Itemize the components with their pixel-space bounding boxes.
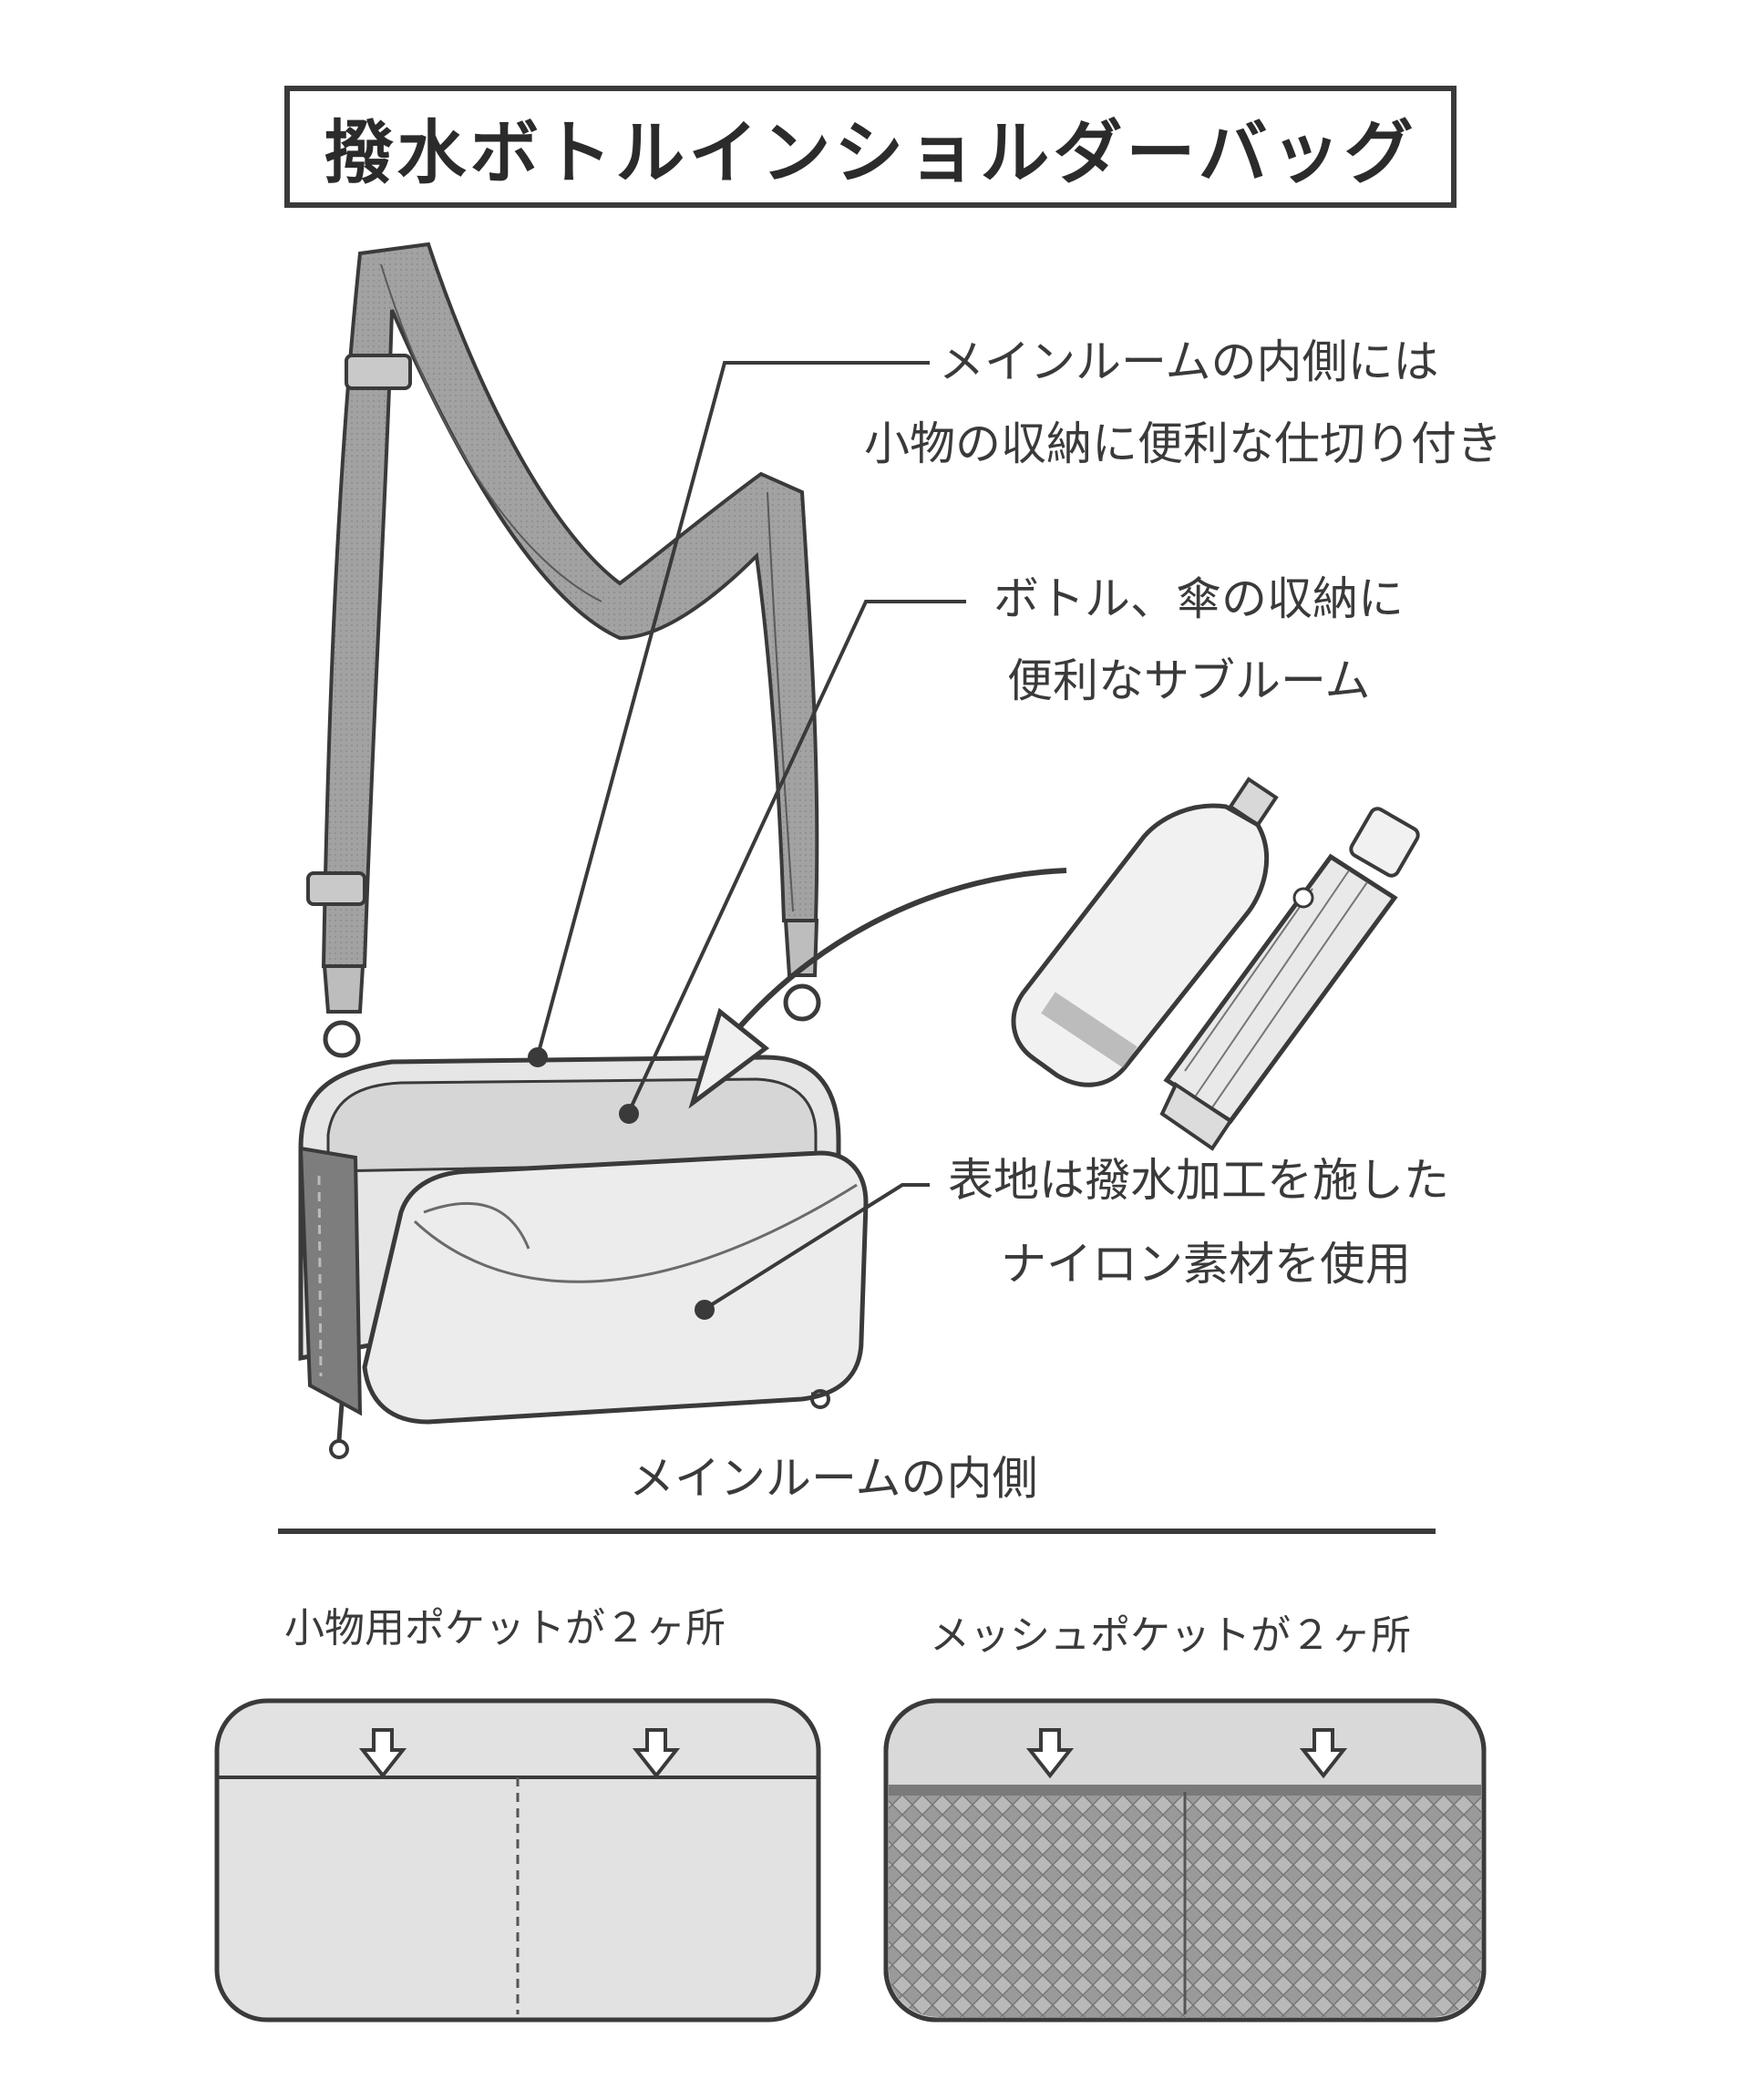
umbrella-icon bbox=[1159, 807, 1420, 1151]
callout-surface-line2: ナイロン素材を使用 bbox=[1001, 1238, 1411, 1291]
down-arrow-icon bbox=[358, 1728, 407, 1779]
panel-right-label: メッシュポケットが２ヶ所 bbox=[930, 1612, 1411, 1659]
callout-surface-line1: 表地は撥水加工を施した bbox=[948, 1154, 1449, 1207]
shoulder-bag-illustration bbox=[298, 1055, 869, 1459]
panel-left-label: 小物用ポケットが２ヶ所 bbox=[284, 1605, 726, 1652]
callout-main-room-line1: メインルームの内側には bbox=[939, 335, 1439, 388]
callout-sub-room-line2: 便利なサブルーム bbox=[1007, 654, 1371, 707]
title-box: 撥水ボトルインショルダーバッグ bbox=[284, 86, 1457, 208]
down-arrow-icon bbox=[1025, 1728, 1075, 1779]
down-arrow-icon bbox=[632, 1728, 681, 1779]
callout-leaders bbox=[528, 361, 966, 1320]
callout-main-room-line2: 小物の収納に便利な仕切り付き bbox=[864, 417, 1502, 470]
callout-sub-room-line1: ボトル、傘の収納に bbox=[993, 572, 1404, 625]
down-arrow-icon bbox=[1299, 1728, 1348, 1779]
shoulder-strap bbox=[306, 242, 821, 1058]
panel-mesh-pockets bbox=[883, 1698, 1487, 2023]
insert-arrow-icon bbox=[688, 868, 1067, 1109]
diagram-title: 撥水ボトルインショルダーバッグ bbox=[324, 112, 1417, 193]
strap-buckle bbox=[345, 354, 412, 390]
panel-small-pockets bbox=[214, 1698, 821, 2023]
section-title: メインルームの内側 bbox=[629, 1452, 1038, 1505]
bottle-icon bbox=[1011, 777, 1279, 1087]
